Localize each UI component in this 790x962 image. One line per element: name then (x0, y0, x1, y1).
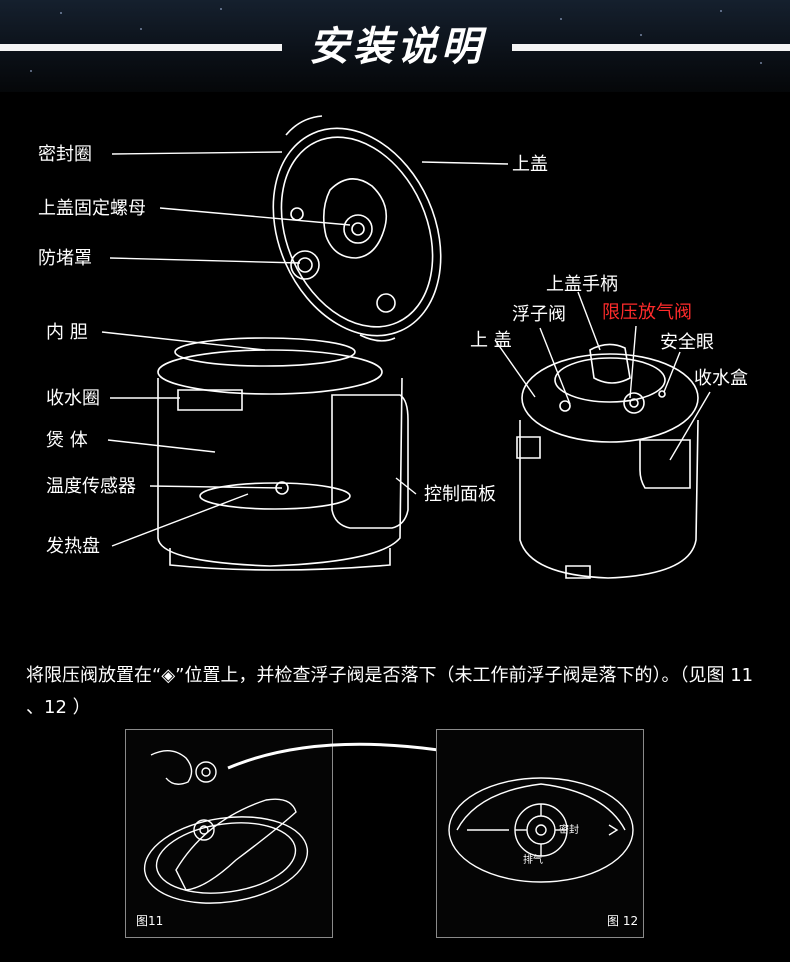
figure-11: 图11 (125, 729, 333, 938)
header-banner: 安装说明 (0, 0, 790, 92)
mark-vent: 排气 (523, 855, 543, 866)
label-seal-ring: 密封圈 (38, 144, 92, 165)
label-control-panel: 控制面板 (424, 484, 496, 505)
header-rule-right (512, 44, 790, 51)
mark-seal: 密封 (559, 825, 579, 836)
label-safety-hole: 安全眼 (660, 332, 714, 353)
star-decoration (220, 8, 222, 10)
figure-12-caption: 图 12 (607, 914, 639, 928)
label-water-box: 收水盒 (694, 368, 748, 389)
leader-lines (101, 151, 711, 547)
instruction-text: 将限压阀放置在“◈”位置上，并检查浮子阀是否落下（未工作前浮子阀是落下的）。（见… (26, 665, 754, 718)
figure-11-drawing (143, 750, 309, 904)
label-lid-handle: 上盖手柄 (546, 274, 618, 295)
label-pressure-valve: 限压放气阀 (602, 302, 692, 323)
page-title: 安装说明 (309, 23, 485, 70)
star-decoration (140, 28, 142, 30)
figure-12-drawing (448, 777, 634, 883)
star-decoration (760, 62, 762, 64)
cooker-body-drawing (157, 337, 409, 571)
star-decoration (640, 34, 642, 36)
open-lid-drawing (272, 115, 442, 342)
star-decoration (560, 18, 562, 20)
label-temp-sensor: 温度传感器 (46, 476, 136, 497)
closed-cooker-drawing (516, 343, 699, 579)
label-cooker-body: 煲 体 (46, 430, 88, 451)
figure-11-caption: 图11 (136, 914, 164, 928)
label-top-lid-right: 上 盖 (470, 330, 512, 351)
star-decoration (720, 10, 722, 12)
label-inner-pot: 内 胆 (46, 322, 88, 343)
figure-12: 密封 排气 图 12 (436, 729, 644, 938)
label-water-ring: 收水圈 (46, 388, 100, 409)
star-decoration (30, 70, 32, 72)
label-heating-plate: 发热盘 (46, 536, 100, 557)
label-float-valve: 浮子阀 (512, 304, 566, 325)
label-lid-fixing-nut: 上盖固定螺母 (38, 198, 146, 219)
header-rule-left (0, 44, 282, 51)
label-anti-block-cover: 防堵罩 (38, 248, 92, 269)
star-decoration (60, 12, 62, 14)
label-top-lid: 上盖 (512, 154, 548, 175)
